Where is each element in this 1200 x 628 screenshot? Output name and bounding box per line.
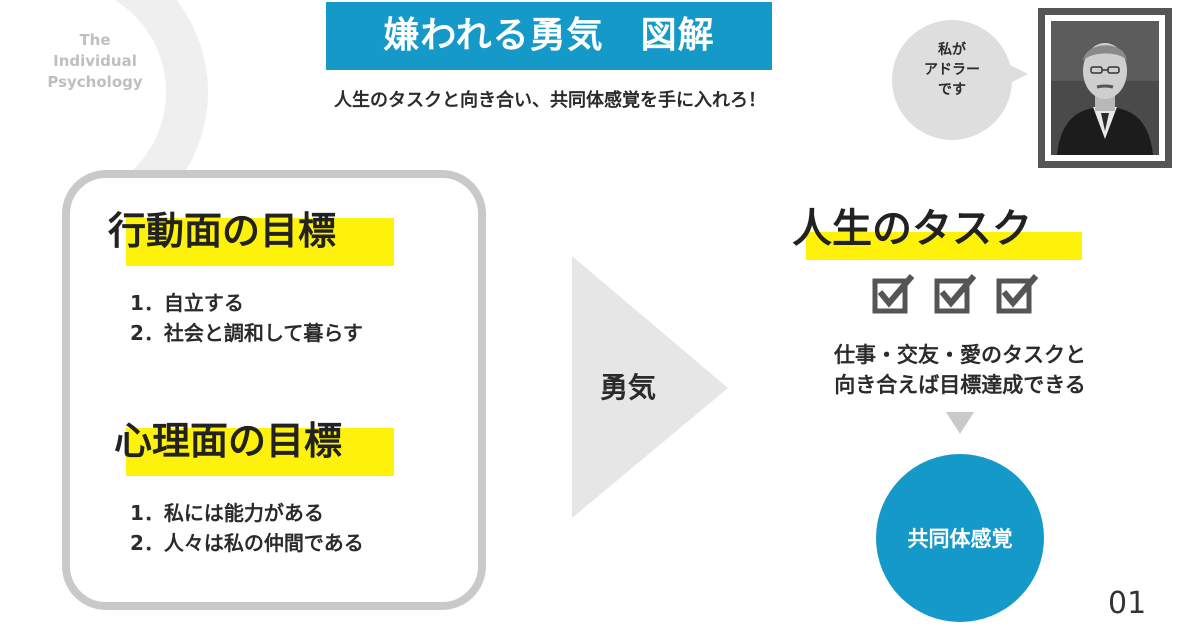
community-feeling-circle: 共同体感覚 [876, 454, 1044, 622]
heading-highlight [126, 218, 394, 266]
speech-bubble-text: 私が アドラー です [892, 40, 1012, 100]
mental-goal-heading-wrap: 心理面の目標 [114, 408, 404, 476]
speech-line: 私が [938, 42, 966, 58]
page-subtitle: 人生のタスクと向き合い、共同体感覚を手に入れろ！ [334, 90, 766, 111]
speech-bubble-tail [1004, 62, 1028, 86]
behavior-goal-heading: 行動面の目標 [108, 209, 337, 253]
list-item: 1．私には能力がある [130, 501, 324, 525]
life-tasks-description: 仕事・交友・愛のタスクと 向き合えば目標達成できる [790, 340, 1130, 400]
page-title: 嫌われる勇気 図解 [326, 2, 772, 70]
heading-highlight [126, 428, 394, 476]
checkbox-icon [872, 274, 915, 314]
list-item: 2．社会と調和して暮らす [130, 321, 363, 345]
list-item: 1．自立する [130, 291, 244, 315]
right-arrow-icon [572, 256, 728, 518]
heading-highlight [806, 232, 1082, 260]
community-feeling-label: 共同体感覚 [907, 527, 1013, 551]
checkbox-icon [996, 274, 1039, 314]
portrait-image [1051, 21, 1159, 155]
brand-line: Individual [53, 52, 137, 70]
checkbox-icons [872, 274, 1039, 314]
brand-line: Psychology [47, 73, 143, 91]
checkbox-icon [934, 274, 977, 314]
mental-goal-heading: 心理面の目標 [114, 419, 343, 463]
portrait-frame [1038, 8, 1172, 168]
portrait-figure-icon [1051, 21, 1159, 155]
page-number: 01 [1108, 586, 1147, 621]
life-tasks-heading: 人生のタスク [792, 206, 1032, 252]
list-item: 2．人々は私の仲間である [130, 531, 364, 555]
description-line: 向き合えば目標達成できる [834, 373, 1086, 397]
mental-goal-list: 1．私には能力がある 2．人々は私の仲間である [130, 498, 364, 558]
brand-line: The [79, 31, 111, 49]
portrait-mat [1045, 15, 1165, 161]
description-line: 仕事・交友・愛のタスクと [834, 343, 1086, 367]
speech-line: アドラー [924, 62, 980, 78]
checkbox-group [872, 272, 1046, 320]
down-arrow-icon [946, 412, 974, 434]
speech-bubble [892, 20, 1012, 140]
speech-line: です [938, 82, 966, 98]
behavior-goal-list: 1．自立する 2．社会と調和して暮らす [130, 288, 363, 348]
behavior-goal-heading-wrap: 行動面の目標 [108, 198, 398, 266]
background-decoration [0, 0, 208, 260]
brand-text: The Individual Psychology [30, 30, 160, 93]
arrow-label: 勇気 [600, 371, 657, 404]
